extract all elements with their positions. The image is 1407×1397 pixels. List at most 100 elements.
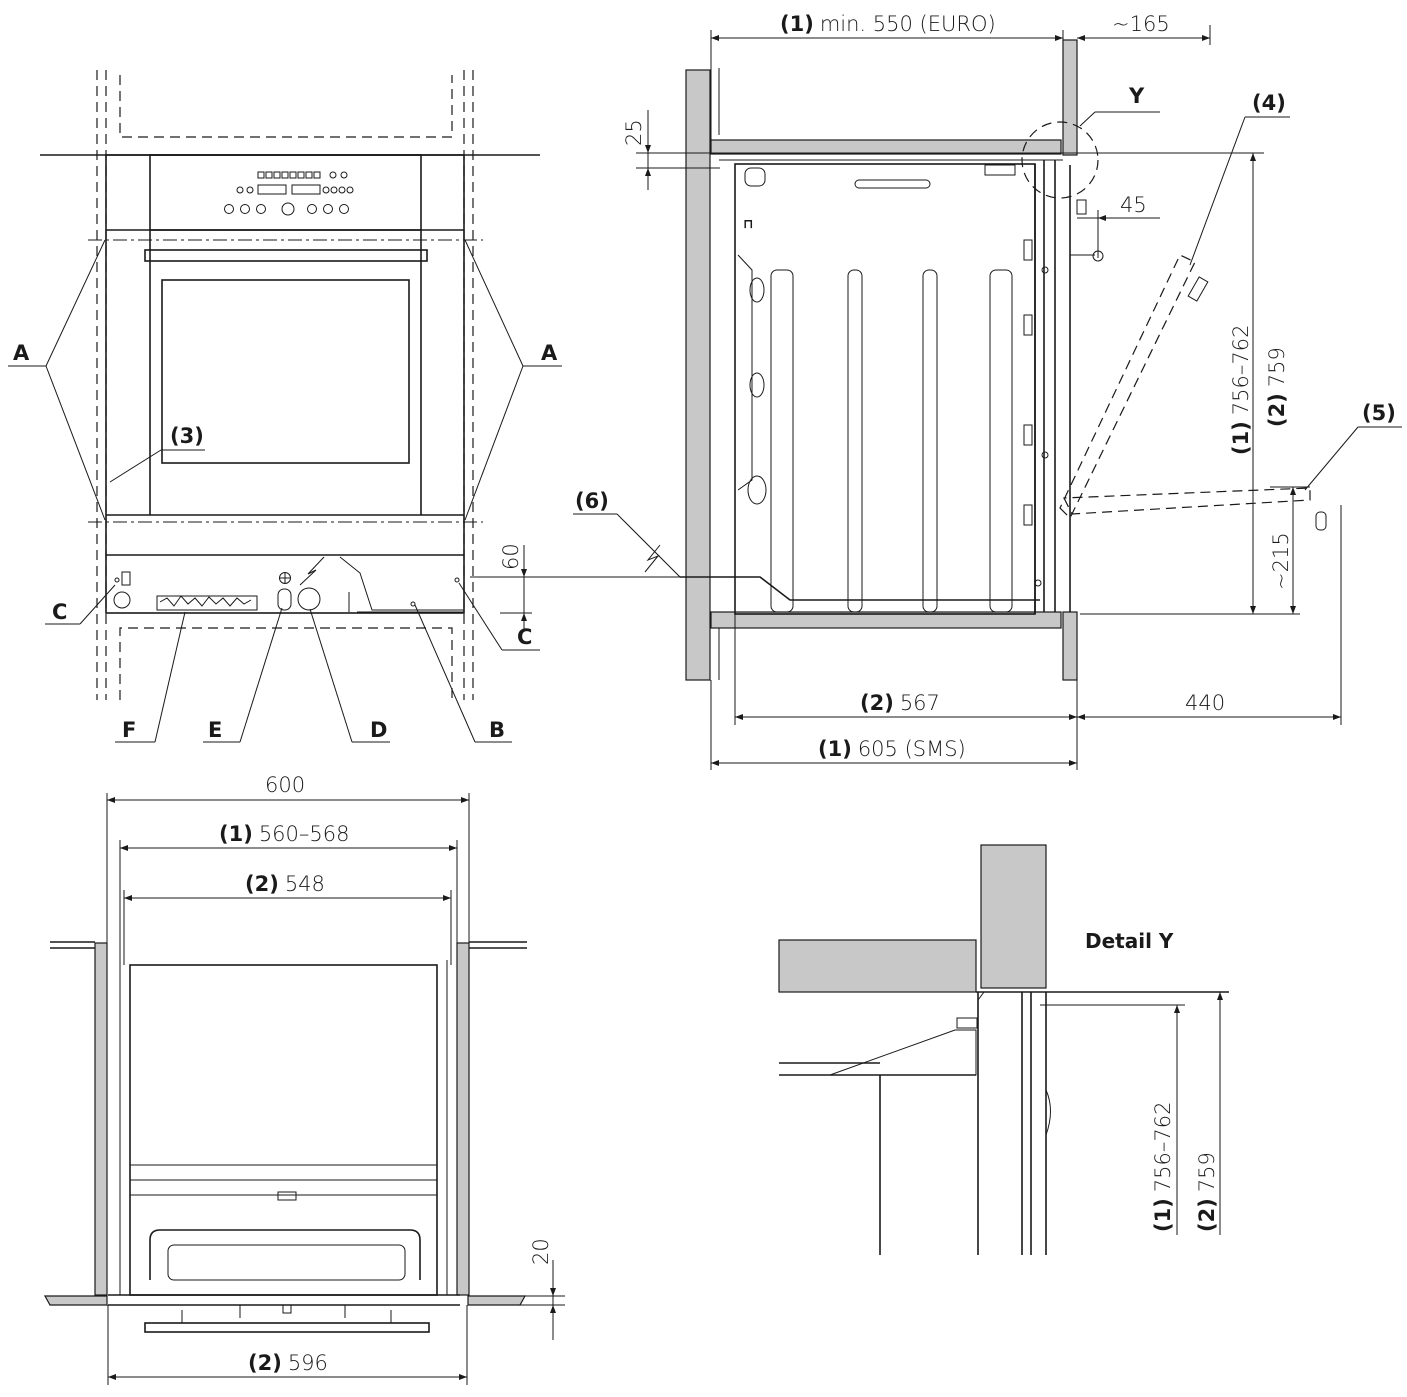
dim-text: 756–762 (1151, 1102, 1175, 1193)
oven-window (161, 279, 410, 464)
dim-165: ~165 (1077, 12, 1211, 45)
oven-door-handle (144, 249, 428, 262)
control-panel (224, 171, 354, 216)
left-cabinet-wall (94, 942, 108, 1296)
dim-text: min. 550 (EURO) (820, 12, 996, 36)
svg-text:(2)567: (2)567 (860, 691, 940, 715)
dim-600: 600 (106, 773, 470, 943)
label-text: E (208, 718, 222, 742)
dim-560-568: (1)560–568 (119, 822, 458, 960)
label-text: D (370, 718, 387, 742)
label-d: D (309, 608, 390, 743)
top-view: 600 (1)560–568 (2)548 20 (43, 773, 565, 1385)
lower-front-panel (1062, 611, 1078, 681)
label-text: C (52, 600, 67, 624)
upper-front-panel (1062, 39, 1078, 156)
dim-prefix: (1) (1151, 1198, 1175, 1232)
label-a-left: A (8, 239, 106, 521)
dim-text: 759 (1265, 347, 1289, 387)
svg-text:(1)min. 550 (EURO): (1)min. 550 (EURO) (780, 12, 996, 36)
svg-text:(2)548: (2)548 (245, 872, 325, 896)
label-5: (5) (1304, 401, 1402, 491)
label-c-right: C (458, 582, 540, 651)
dim-prefix: (1) (818, 737, 852, 761)
label-f: F (115, 611, 186, 743)
open-door (1059, 254, 1327, 531)
shelf (778, 939, 977, 993)
label-text: Y (1128, 84, 1145, 108)
label-c-left: C (45, 584, 116, 625)
label-6: (6) (573, 489, 681, 578)
dim-605: (1)605 (SMS) (710, 680, 1077, 770)
dim-text: 596 (288, 1351, 328, 1375)
dim-prefix: (2) (245, 872, 279, 896)
dim-height: (1)756–762 (2)759 (1080, 153, 1300, 615)
label-text: A (13, 341, 30, 365)
side-view: ⊓ Y (573, 12, 1402, 770)
dim-text: 567 (900, 691, 940, 715)
dim-prefix: (1) (219, 822, 253, 846)
label-text: (5) (1362, 401, 1396, 425)
front-view: A A (3) C C F (8, 70, 680, 743)
cabinet-outline (40, 70, 540, 700)
bottom-strip (113, 556, 464, 613)
label-y: Y (1079, 84, 1160, 127)
dim-prefix: (1) (1229, 421, 1253, 455)
dim-25: 25 (622, 110, 1264, 190)
dim-60: 60 (470, 543, 680, 630)
detail-title: Detail Y (1085, 929, 1174, 953)
dim-548: (2)548 (123, 872, 452, 965)
label-a-right: A (464, 239, 562, 521)
dim-text: 45 (1120, 193, 1147, 217)
dim-text: 25 (622, 119, 646, 146)
label-text: F (122, 718, 136, 742)
dim-text: 60 (499, 543, 523, 570)
right-cabinet-wall (456, 942, 470, 1296)
label-e: E (203, 607, 283, 743)
svg-text:(2)759: (2)759 (1265, 347, 1289, 427)
svg-text:(1)605 (SMS): (1)605 (SMS) (818, 737, 966, 761)
label-text: (4) (1252, 91, 1286, 115)
oven-side: ⊓ (680, 159, 1104, 615)
label-text: A (541, 341, 558, 365)
dim-prefix: (2) (860, 691, 894, 715)
front-panel (980, 844, 1047, 989)
dim-prefix: (2) (248, 1351, 282, 1375)
oven-front (105, 154, 465, 614)
svg-text:(1)560–568: (1)560–568 (219, 822, 349, 846)
dim-text: ~165 (1112, 12, 1170, 36)
dim-text: 440 (1185, 691, 1225, 715)
label-4: (4) (1189, 91, 1290, 266)
label-text: (3) (170, 424, 204, 448)
dim-567-440: (2)567 440 (734, 505, 1342, 770)
dim-prefix: (2) (1265, 393, 1289, 427)
oven-top (108, 960, 460, 1333)
label-b: B (414, 604, 512, 743)
lower-shelf (710, 611, 1062, 629)
dim-text: 756–762 (1229, 325, 1253, 416)
svg-text:(2)759: (2)759 (1195, 1152, 1219, 1232)
dim-45: 45 (1077, 193, 1160, 258)
detail-y: Detail Y (1)756–762 (2)759 (778, 844, 1229, 1255)
dim-text: 548 (285, 872, 325, 896)
svg-text:(2)596: (2)596 (248, 1351, 328, 1375)
dim-text: 759 (1195, 1152, 1219, 1192)
label-text: (6) (575, 489, 609, 513)
label-3: (3) (109, 424, 205, 483)
dim-596: (2)596 (107, 1305, 468, 1385)
dim-text: ~215 (1269, 532, 1293, 590)
dim-550: (1)min. 550 (EURO) (710, 12, 1064, 140)
detail-y-circle (1021, 121, 1099, 199)
label-text: C (517, 625, 532, 649)
dim-text: 560–568 (259, 822, 350, 846)
rear-wall (685, 69, 711, 681)
dim-prefix: (2) (1195, 1198, 1219, 1232)
svg-text:(1)756–762: (1) 756–762 (1151, 1102, 1175, 1232)
dim-prefix: (1) (780, 12, 814, 36)
dim-215: ~215 (1269, 486, 1310, 614)
dim-text: 600 (265, 773, 305, 797)
tab-marker: ⊓ (743, 217, 753, 232)
svg-text:(1)756–762: (1) 756–762 (1229, 325, 1253, 455)
dim-text: 605 (SMS) (858, 737, 966, 761)
